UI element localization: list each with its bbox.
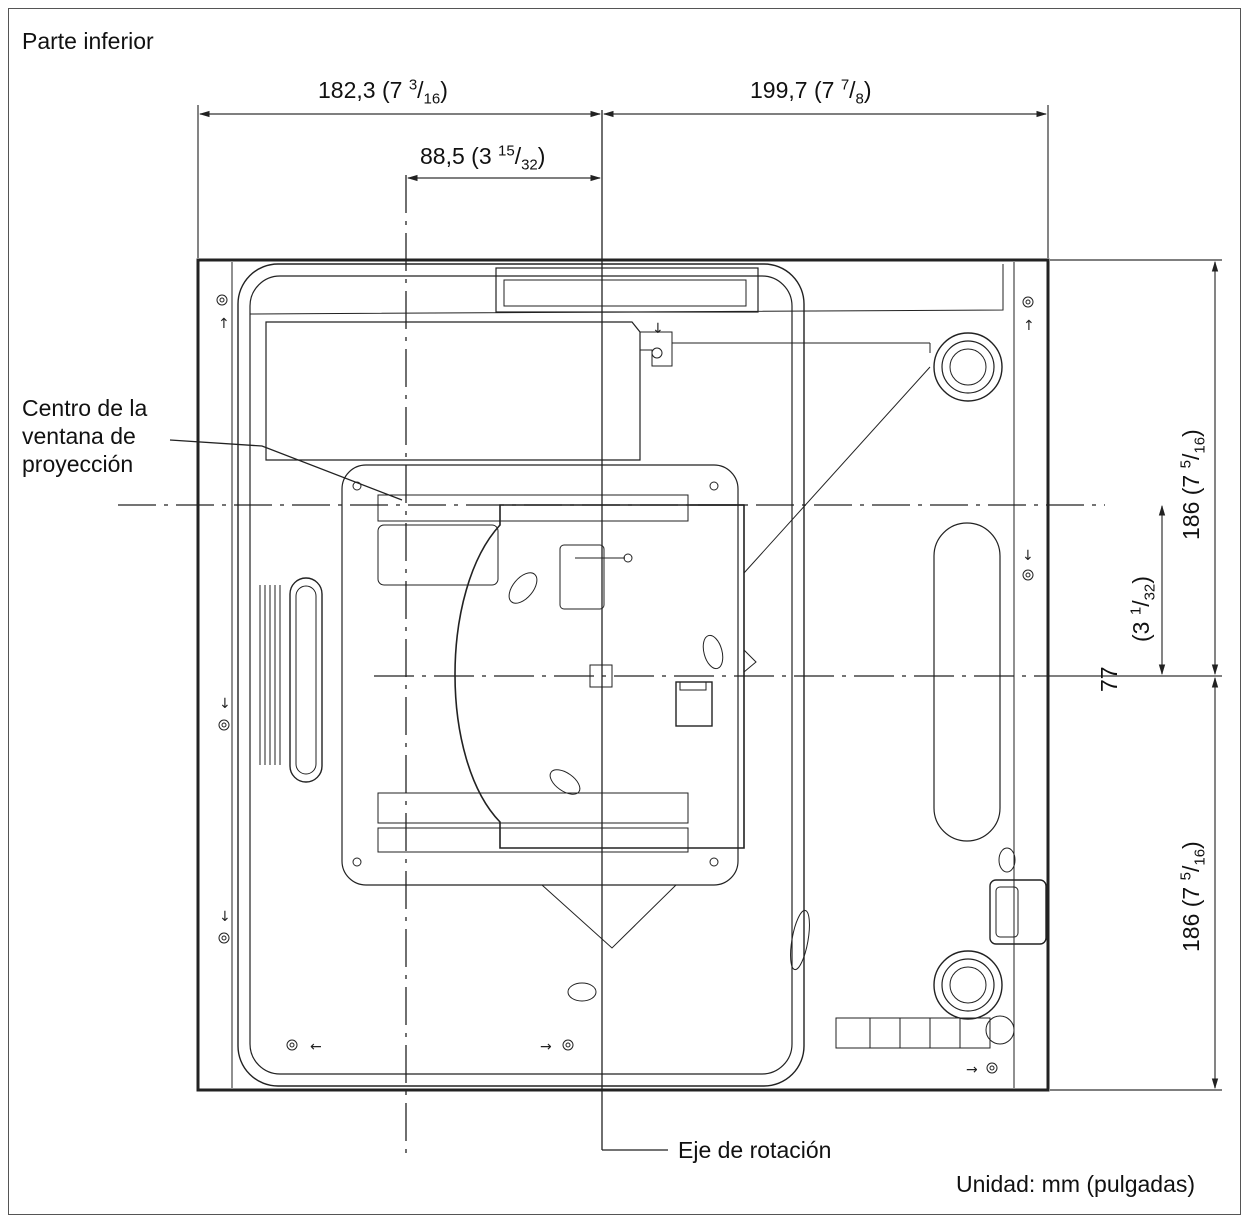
right-width-den: 8 <box>855 90 864 108</box>
projector-body <box>196 258 1050 1092</box>
window-center-line1: Centro de la <box>22 395 148 421</box>
unit-note: Unidad: mm (pulgadas) <box>956 1171 1196 1197</box>
top-depth-num: 5 <box>1177 460 1195 469</box>
svg-text:↓: ↓ <box>219 696 231 712</box>
window-center-line2: ventana de <box>22 423 136 449</box>
right-width-mm: 199,7 <box>750 77 808 103</box>
svg-text:→: → <box>540 1039 552 1055</box>
svg-text:↓: ↓ <box>219 909 231 925</box>
bottom-depth-num: 5 <box>1177 872 1195 881</box>
window-offset-whole: 3 <box>1128 621 1154 635</box>
window-offset-den: 32 <box>1141 583 1159 601</box>
bottom-depth-mm: 186 <box>1178 913 1204 952</box>
svg-text:↑: ↑ <box>218 316 230 332</box>
right-width-num: 7 <box>840 76 850 94</box>
dim-lens-offset-label: 88,5 (3 15/32) <box>420 142 546 174</box>
dim-right-width-label: 199,7 (7 7/8) <box>750 76 872 108</box>
window-center-callout: Centro de la ventana de proyección <box>22 394 147 478</box>
svg-text:↑: ↑ <box>1023 318 1035 334</box>
diagram-frame <box>8 8 1241 1215</box>
dimension-lines <box>197 105 1222 1091</box>
top-depth-den: 16 <box>1191 436 1209 454</box>
dim-window-offset-mm-label: 77 <box>1096 666 1122 692</box>
dim-left-width-label: 182,3 (7 3/16) <box>318 76 448 108</box>
top-depth-whole: 7 <box>1178 474 1204 488</box>
lens-offset-mm: 88,5 <box>420 143 465 169</box>
lens-offset-whole: 3 <box>478 143 492 169</box>
left-width-whole: 7 <box>389 77 403 103</box>
rotation-axis-label: Eje de rotación <box>678 1137 832 1163</box>
left-width-den: 16 <box>423 90 441 108</box>
svg-text:←: ← <box>310 1039 322 1055</box>
window-center-leader <box>169 439 403 501</box>
svg-text:↓: ↓ <box>1022 548 1034 564</box>
lens-offset-num: 15 <box>498 142 515 160</box>
bottom-depth-den: 16 <box>1191 848 1209 866</box>
top-depth-mm: 186 <box>1178 501 1204 540</box>
screw-arrows: ↑ ↑ ↓ ↓ ↓ ↓ ← → → <box>218 316 1035 1078</box>
right-width-whole: 7 <box>821 77 835 103</box>
window-offset-num: 1 <box>1127 606 1145 616</box>
svg-text:→: → <box>966 1062 978 1078</box>
left-width-num: 3 <box>408 76 418 94</box>
dim-bottom-depth-label: 186 (7 5/16) <box>1177 841 1209 952</box>
window-center-line3: proyección <box>22 451 134 477</box>
diagram-title: Parte inferior <box>22 28 154 54</box>
bottom-depth-whole: 7 <box>1178 886 1204 900</box>
dim-top-depth-label: 186 (7 5/16) <box>1177 429 1209 540</box>
lens-offset-den: 32 <box>521 156 538 174</box>
left-width-mm: 182,3 <box>318 77 376 103</box>
svg-text:↓: ↓ <box>652 321 664 337</box>
dim-window-offset-in-label: (3 1/32) <box>1127 576 1159 642</box>
